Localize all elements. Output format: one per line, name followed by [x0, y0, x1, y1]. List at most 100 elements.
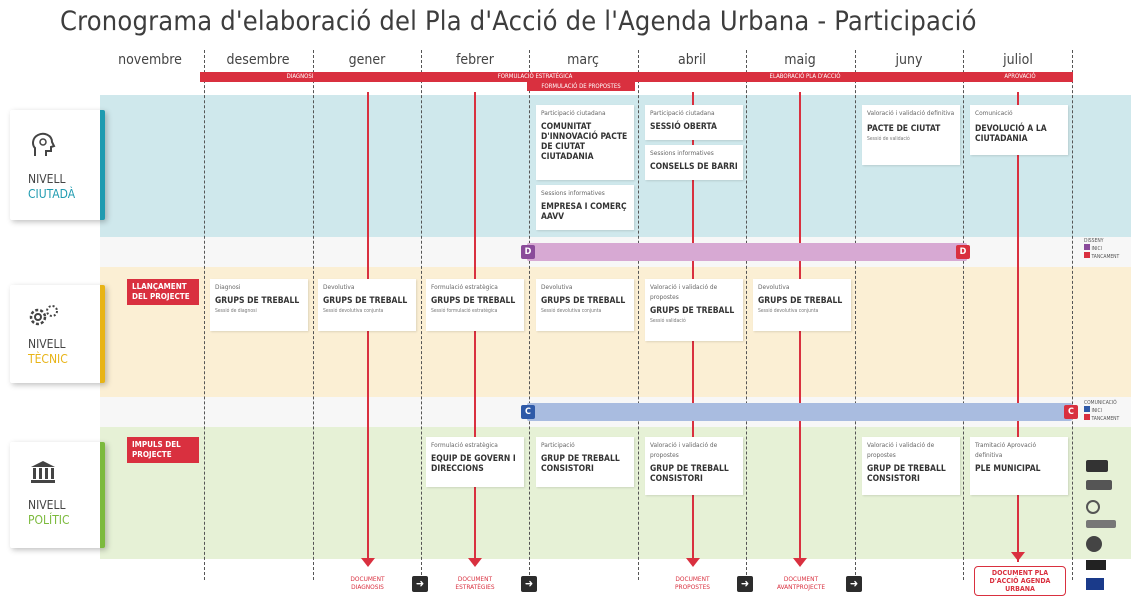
d-end-marker: D — [956, 245, 970, 259]
page-title: Cronograma d'elaboració del Pla d'Acció … — [60, 6, 977, 37]
card-label: Tramitació Aprovació definitiva — [975, 441, 1037, 459]
head-icon — [30, 132, 56, 162]
level-tecnic-name: NIVELL — [28, 337, 66, 351]
divider — [529, 50, 530, 580]
card-politic-febrer: Formulació estratègica EQUIP DE GOVERN I… — [426, 437, 524, 487]
level-ciutada-card: NIVELL CIUTADÀ — [10, 110, 105, 220]
card-title: EQUIP DE GOVERN I DIRECCIONS — [431, 454, 516, 474]
doc-final: DOCUMENT PLA D'ACCIÓ AGENDA URBANA — [974, 566, 1066, 596]
card-title: GRUPS DE TREBALL — [650, 306, 735, 316]
legend-label: TANCAMENT — [1091, 416, 1120, 422]
card-ciutada-abril-1: Participació ciutadana SESSIÓ OBERTA — [645, 105, 743, 140]
divider — [421, 50, 422, 580]
legend-item: INICI — [1084, 244, 1129, 252]
divider — [638, 50, 639, 580]
month-juliol: juliol — [1003, 52, 1033, 68]
divider — [963, 50, 964, 580]
card-politic-juny: Valoració i validació de propostes GRUP … — [862, 437, 960, 495]
legend-item: TANCAMENT — [1084, 414, 1129, 422]
card-note: Sessió devolutiva conjunta — [323, 308, 384, 314]
logo — [1086, 536, 1102, 552]
level-tecnic-card: NIVELL TÈCNIC — [10, 285, 105, 383]
card-label: Participació ciutadana — [541, 109, 606, 117]
llancament-tag: LLANÇAMENT DEL PROJECTE — [127, 279, 199, 305]
card-title: EMPRESA I COMERÇ AAVV — [541, 202, 627, 222]
level-ciutada-name: NIVELL — [28, 172, 66, 186]
phase-diagnosi: DIAGNOSI — [286, 73, 314, 80]
month-novembre: novembre — [118, 52, 182, 68]
card-title: GRUP DE TREBALL CONSISTORI — [541, 454, 620, 474]
card-tecnic-gener: Devolutiva GRUPS DE TREBALL Sessió devol… — [318, 279, 416, 331]
card-title: GRUPS DE TREBALL — [541, 296, 626, 306]
gears-icon — [28, 303, 60, 331]
card-title: GRUPS DE TREBALL — [758, 296, 843, 306]
card-tecnic-desembre: Diagnosi GRUPS DE TREBALL Sessió de diag… — [210, 279, 308, 331]
arrow-icon: ➜ — [412, 576, 428, 592]
level-politic-name: NIVELL — [28, 498, 66, 512]
logo — [1086, 460, 1108, 472]
card-title: SESSIÓ OBERTA — [650, 122, 717, 132]
card-title: CONSELLS DE BARRI — [650, 162, 738, 172]
card-ciutada-abril-2: Sessions informatives CONSELLS DE BARRI — [645, 145, 743, 180]
card-tecnic-marc: Devolutiva GRUPS DE TREBALL Sessió devol… — [536, 279, 634, 331]
phase-formulacio: FORMULACIÓ ESTRATÈGICA — [497, 73, 573, 80]
building-icon — [30, 460, 56, 488]
legend-disseny: DISSENY INICI TANCAMENT — [1084, 238, 1129, 260]
card-tecnic-maig: Devolutiva GRUPS DE TREBALL Sessió devol… — [753, 279, 851, 331]
card-tecnic-abril: Valoració i validació de propostes GRUPS… — [645, 279, 743, 341]
card-label: Valoració i validació de propostes — [650, 283, 718, 301]
down-arrow-icon — [793, 558, 807, 567]
card-ciutada-juny: Valoració i validació definitiva PACTE D… — [862, 105, 960, 165]
card-label: Participació — [541, 441, 575, 449]
down-arrow-icon — [361, 558, 375, 567]
card-label: Valoració i validació de propostes — [650, 441, 718, 459]
card-label: Formulació estratègica — [431, 283, 498, 291]
card-label: Devolutiva — [758, 283, 790, 291]
logo — [1086, 520, 1116, 528]
logo — [1086, 500, 1100, 514]
c-end-marker: C — [1064, 405, 1078, 419]
level-tecnic-sub: TÈCNIC — [28, 352, 68, 366]
divider — [1072, 50, 1073, 580]
month-febrer: febrer — [456, 52, 494, 68]
down-arrow-icon — [686, 558, 700, 567]
month-abril: abril — [678, 52, 706, 68]
phase-formulacio-propostes: FORMULACIÓ DE PROPOSTES — [527, 82, 635, 91]
month-desembre: desembre — [226, 52, 290, 68]
card-note: Sessió devolutiva conjunta — [541, 308, 602, 314]
card-title: COMUNITAT D'INNOVACIÓ PACTE DE CIUTAT CI… — [541, 122, 628, 162]
card-tecnic-febrer: Formulació estratègica GRUPS DE TREBALL … — [426, 279, 524, 331]
level-politic-sub: POLÍTIC — [28, 513, 70, 527]
card-title: PACTE DE CIUTAT — [867, 124, 941, 134]
card-note: Sessió formulació estratègica — [431, 308, 498, 314]
phase-bar — [200, 72, 1073, 82]
arrow-icon: ➜ — [737, 576, 753, 592]
doc-diagnosi: DOCUMENT DIAGNOSIS — [350, 575, 385, 591]
month-gener: gener — [348, 52, 386, 68]
phase-aprovacio: APROVACIÓ — [1004, 73, 1036, 80]
logo — [1086, 480, 1112, 490]
month-maig: maig — [784, 52, 816, 68]
logo — [1086, 560, 1106, 570]
card-ciutada-juliol: Comunicació DEVOLUCIÓ A LA CIUTADANIA — [970, 105, 1068, 155]
divider — [313, 50, 314, 580]
card-politic-abril: Valoració i validació de propostes GRUP … — [645, 437, 743, 495]
flow-line — [1017, 92, 1019, 562]
card-label: Comunicació — [975, 109, 1013, 117]
card-label: Participació ciutadana — [650, 109, 715, 117]
phase-elaboracio: ELABORACIÓ PLA D'ACCIÓ — [769, 73, 841, 80]
down-arrow-icon — [468, 558, 482, 567]
eu-flag-logo — [1086, 578, 1104, 590]
card-politic-marc: Participació GRUP DE TREBALL CONSISTORI — [536, 437, 634, 487]
card-title: GRUP DE TREBALL CONSISTORI — [650, 464, 729, 484]
legend-title: COMUNICACIÓ — [1084, 400, 1117, 406]
level-ciutada-sub: CIUTADÀ — [28, 187, 76, 201]
card-label: Diagnosi — [215, 283, 241, 291]
legend-title: DISSENY — [1084, 238, 1104, 244]
card-label: Formulació estratègica — [431, 441, 498, 449]
disseny-bar — [527, 243, 967, 261]
card-note: Sessió de validació — [867, 136, 910, 142]
card-label: Sessions informatives — [650, 149, 714, 157]
d-start-marker: D — [521, 245, 535, 259]
month-marc: març — [567, 52, 599, 68]
